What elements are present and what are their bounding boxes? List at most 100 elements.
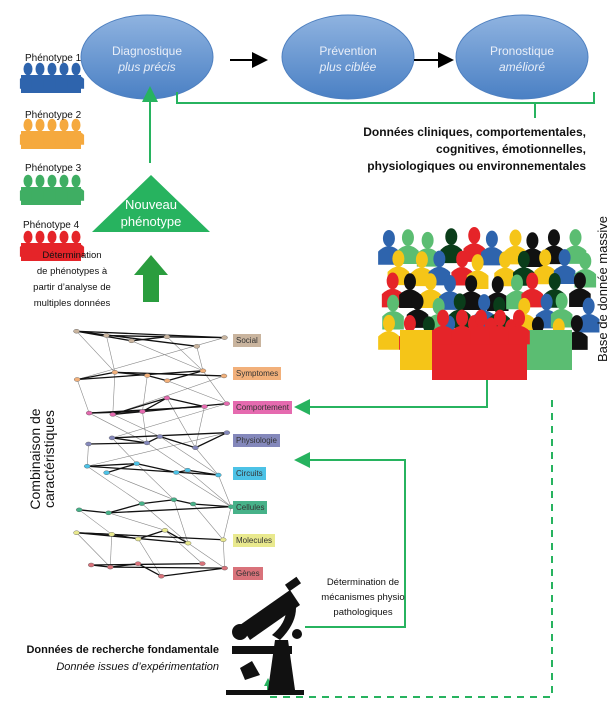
network-edge	[159, 436, 219, 476]
network-node	[135, 536, 142, 542]
network-edge	[195, 406, 205, 448]
network-edge	[142, 411, 148, 443]
network-edge	[131, 340, 204, 372]
person-body	[577, 313, 600, 333]
network-node	[163, 395, 171, 401]
bracket	[176, 92, 595, 118]
network-edge	[76, 379, 90, 414]
person-head	[421, 231, 434, 249]
network-node	[192, 445, 199, 450]
person-head	[582, 297, 595, 315]
network-node	[143, 440, 151, 446]
network-edge	[77, 337, 225, 380]
person-head	[386, 272, 399, 290]
person-head	[59, 62, 69, 76]
network-edge	[110, 566, 225, 569]
combination-label: Combinaison de caractéristiques	[27, 408, 57, 510]
network-edge	[136, 463, 175, 500]
text-line: physiologiques ou environnementales	[367, 159, 586, 173]
network-node	[75, 507, 83, 513]
person-head	[387, 294, 400, 312]
dashed-feedback-line	[267, 400, 553, 698]
person-head	[35, 230, 45, 244]
person-head	[579, 252, 592, 270]
person-head	[392, 250, 405, 268]
arrow-research-to-physiologie	[294, 452, 406, 628]
layer-label: Molecules	[233, 533, 276, 547]
network-edge	[112, 414, 161, 437]
network-edge	[196, 346, 204, 371]
person-head	[382, 314, 395, 332]
network-node	[138, 501, 145, 506]
person-body	[67, 130, 85, 145]
new-phenotype-triangle	[92, 175, 210, 232]
network-edge	[142, 375, 148, 412]
person-head	[35, 62, 45, 76]
feature-network	[73, 329, 235, 579]
network-edge	[77, 370, 203, 381]
person-head	[570, 315, 583, 332]
layer-label: Physiologie	[233, 433, 280, 447]
network-edge	[167, 380, 227, 404]
network-edge	[109, 534, 113, 568]
network-node	[144, 373, 151, 378]
person-head	[71, 118, 81, 132]
network-edge	[87, 465, 142, 504]
person-head	[382, 229, 395, 247]
person-head	[47, 62, 57, 76]
network-edge	[193, 503, 232, 508]
network-node	[161, 528, 169, 533]
person-body	[489, 325, 511, 345]
person-head	[531, 316, 544, 334]
network-node	[173, 470, 180, 475]
network-node	[103, 470, 110, 475]
person-body	[378, 331, 400, 350]
network-edge	[222, 506, 232, 540]
person-head	[494, 309, 506, 327]
network-node	[109, 412, 117, 417]
stage-title: Pronostique	[489, 44, 555, 58]
person-head	[539, 249, 552, 267]
layer-label: Gènes	[233, 567, 263, 581]
network-edge	[136, 462, 177, 474]
network-node	[163, 334, 171, 339]
new-phenotype-line: Nouveau	[124, 197, 178, 212]
person-head	[23, 118, 33, 132]
network-node	[158, 574, 165, 579]
person-head	[71, 230, 81, 244]
person-head	[35, 118, 45, 132]
network-node	[108, 435, 116, 441]
person-head	[456, 250, 469, 268]
layer-label: Social	[233, 334, 261, 347]
network-node	[128, 338, 135, 344]
network-edge	[76, 532, 189, 544]
network-edge	[106, 335, 116, 373]
person-head	[456, 309, 468, 327]
network-node	[85, 410, 93, 416]
person-head	[401, 229, 414, 247]
clinical-data-text: Données cliniques, comportementales, cog…	[363, 124, 586, 175]
person-head	[59, 174, 69, 188]
network-node	[108, 532, 115, 537]
person-body	[67, 74, 85, 89]
network-node	[221, 335, 228, 340]
network-edge	[164, 529, 189, 544]
person-head	[548, 272, 561, 290]
text-line: mécanismes physio	[321, 592, 405, 603]
text-line: Détermination	[42, 250, 102, 261]
network-edge	[79, 509, 109, 514]
network-edge	[173, 499, 194, 505]
network-node	[189, 501, 197, 507]
network-edge	[141, 499, 175, 505]
network-edge	[138, 529, 166, 540]
network-edge	[86, 443, 89, 467]
new-phenotype-line: phénotype	[120, 214, 182, 229]
massive-database-label: Base de donnée massive	[595, 216, 610, 362]
network-edge	[195, 447, 219, 476]
text-line: partir d’analyse de	[33, 282, 111, 293]
network-edge	[76, 331, 116, 373]
network-node	[85, 441, 92, 447]
phenotype-determination-text: Détermination de phénotypes à partir d’a…	[12, 248, 132, 312]
